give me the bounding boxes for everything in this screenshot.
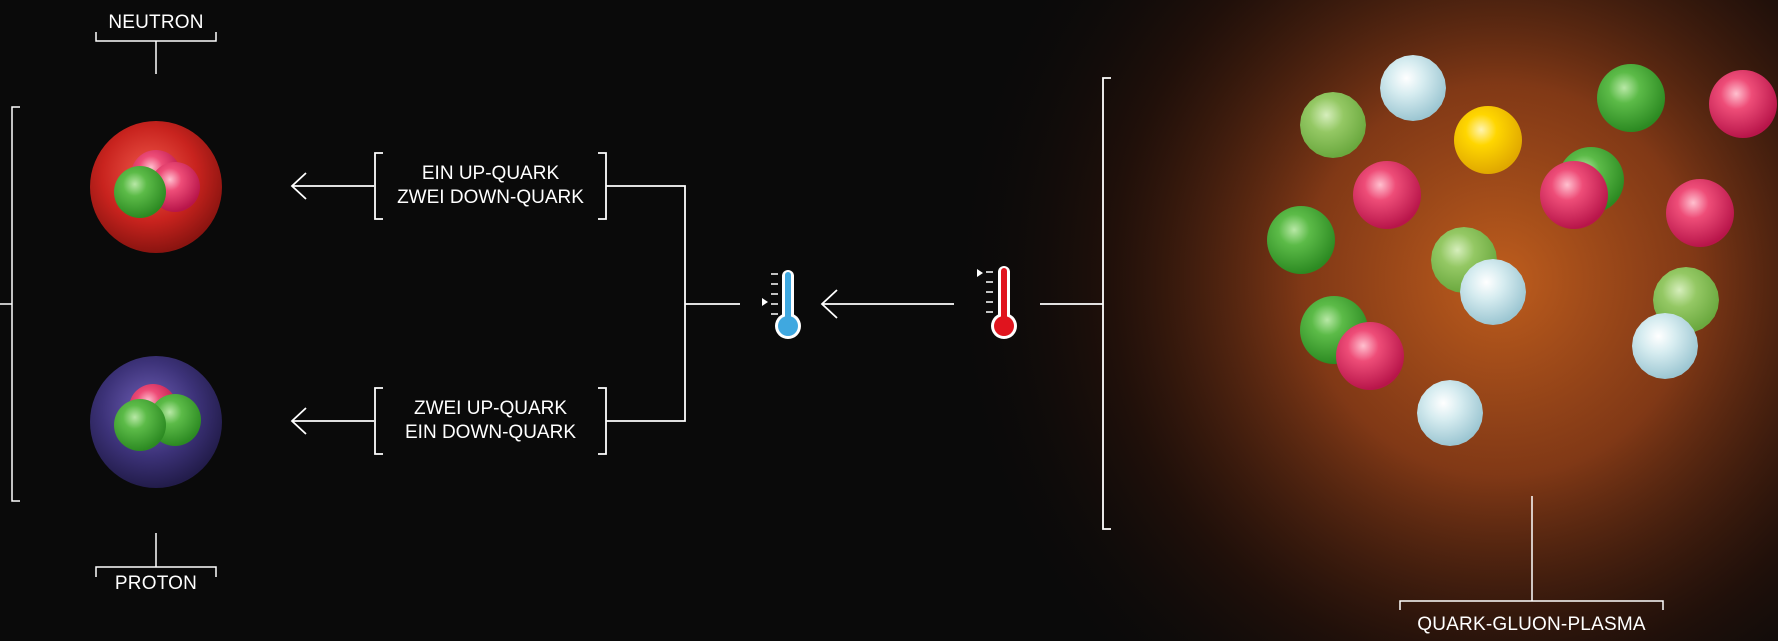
plasma-bracket xyxy=(1040,77,1111,530)
quark-green xyxy=(1267,206,1335,274)
arrow-left-icon xyxy=(290,407,374,435)
quark-red xyxy=(1709,70,1777,138)
gluon-blue xyxy=(1380,55,1446,121)
neutron-sphere xyxy=(90,121,222,253)
proton-quark-green-left xyxy=(114,399,166,451)
proton-label: PROTON xyxy=(114,573,198,594)
plasma-label-bracket xyxy=(1399,496,1664,610)
proton-composition-line1: ZWEI UP-QUARK xyxy=(413,398,568,419)
quark-red xyxy=(1353,161,1421,229)
neutron-composition-line2: ZWEI DOWN-QUARK xyxy=(397,187,584,208)
split-connector xyxy=(606,185,740,422)
gluon-blue xyxy=(1417,380,1483,446)
neutron-quark-green xyxy=(114,166,166,218)
quark-red xyxy=(1540,161,1608,229)
plasma-label: QUARK-GLUON-PLASMA xyxy=(1417,614,1646,635)
thermometer-cold-icon xyxy=(762,270,801,339)
left-bracket xyxy=(0,106,20,502)
quark-red xyxy=(1336,322,1404,390)
quark-green xyxy=(1597,64,1665,132)
proton-sphere xyxy=(90,356,222,488)
gluon-blue xyxy=(1460,259,1526,325)
neutron-composition: EIN UP-QUARK ZWEI DOWN-QUARK xyxy=(383,162,598,210)
plasma-particles xyxy=(1267,55,1777,446)
proton-composition: ZWEI UP-QUARK EIN DOWN-QUARK xyxy=(383,397,598,445)
quark-red xyxy=(1666,179,1734,247)
gluon-blue xyxy=(1632,313,1698,379)
arrow-left-icon xyxy=(290,172,374,200)
proton-label-bracket xyxy=(95,533,217,577)
arrow-left-icon xyxy=(820,289,954,319)
gluon-green xyxy=(1300,92,1366,158)
neutron-label-bracket xyxy=(95,32,217,74)
proton-composition-line2: EIN DOWN-QUARK xyxy=(405,422,576,443)
thermometer-hot-icon xyxy=(977,266,1017,339)
neutron-label: NEUTRON xyxy=(108,12,204,33)
quark-yellow xyxy=(1454,106,1522,174)
neutron-composition-line1: EIN UP-QUARK xyxy=(421,163,560,184)
